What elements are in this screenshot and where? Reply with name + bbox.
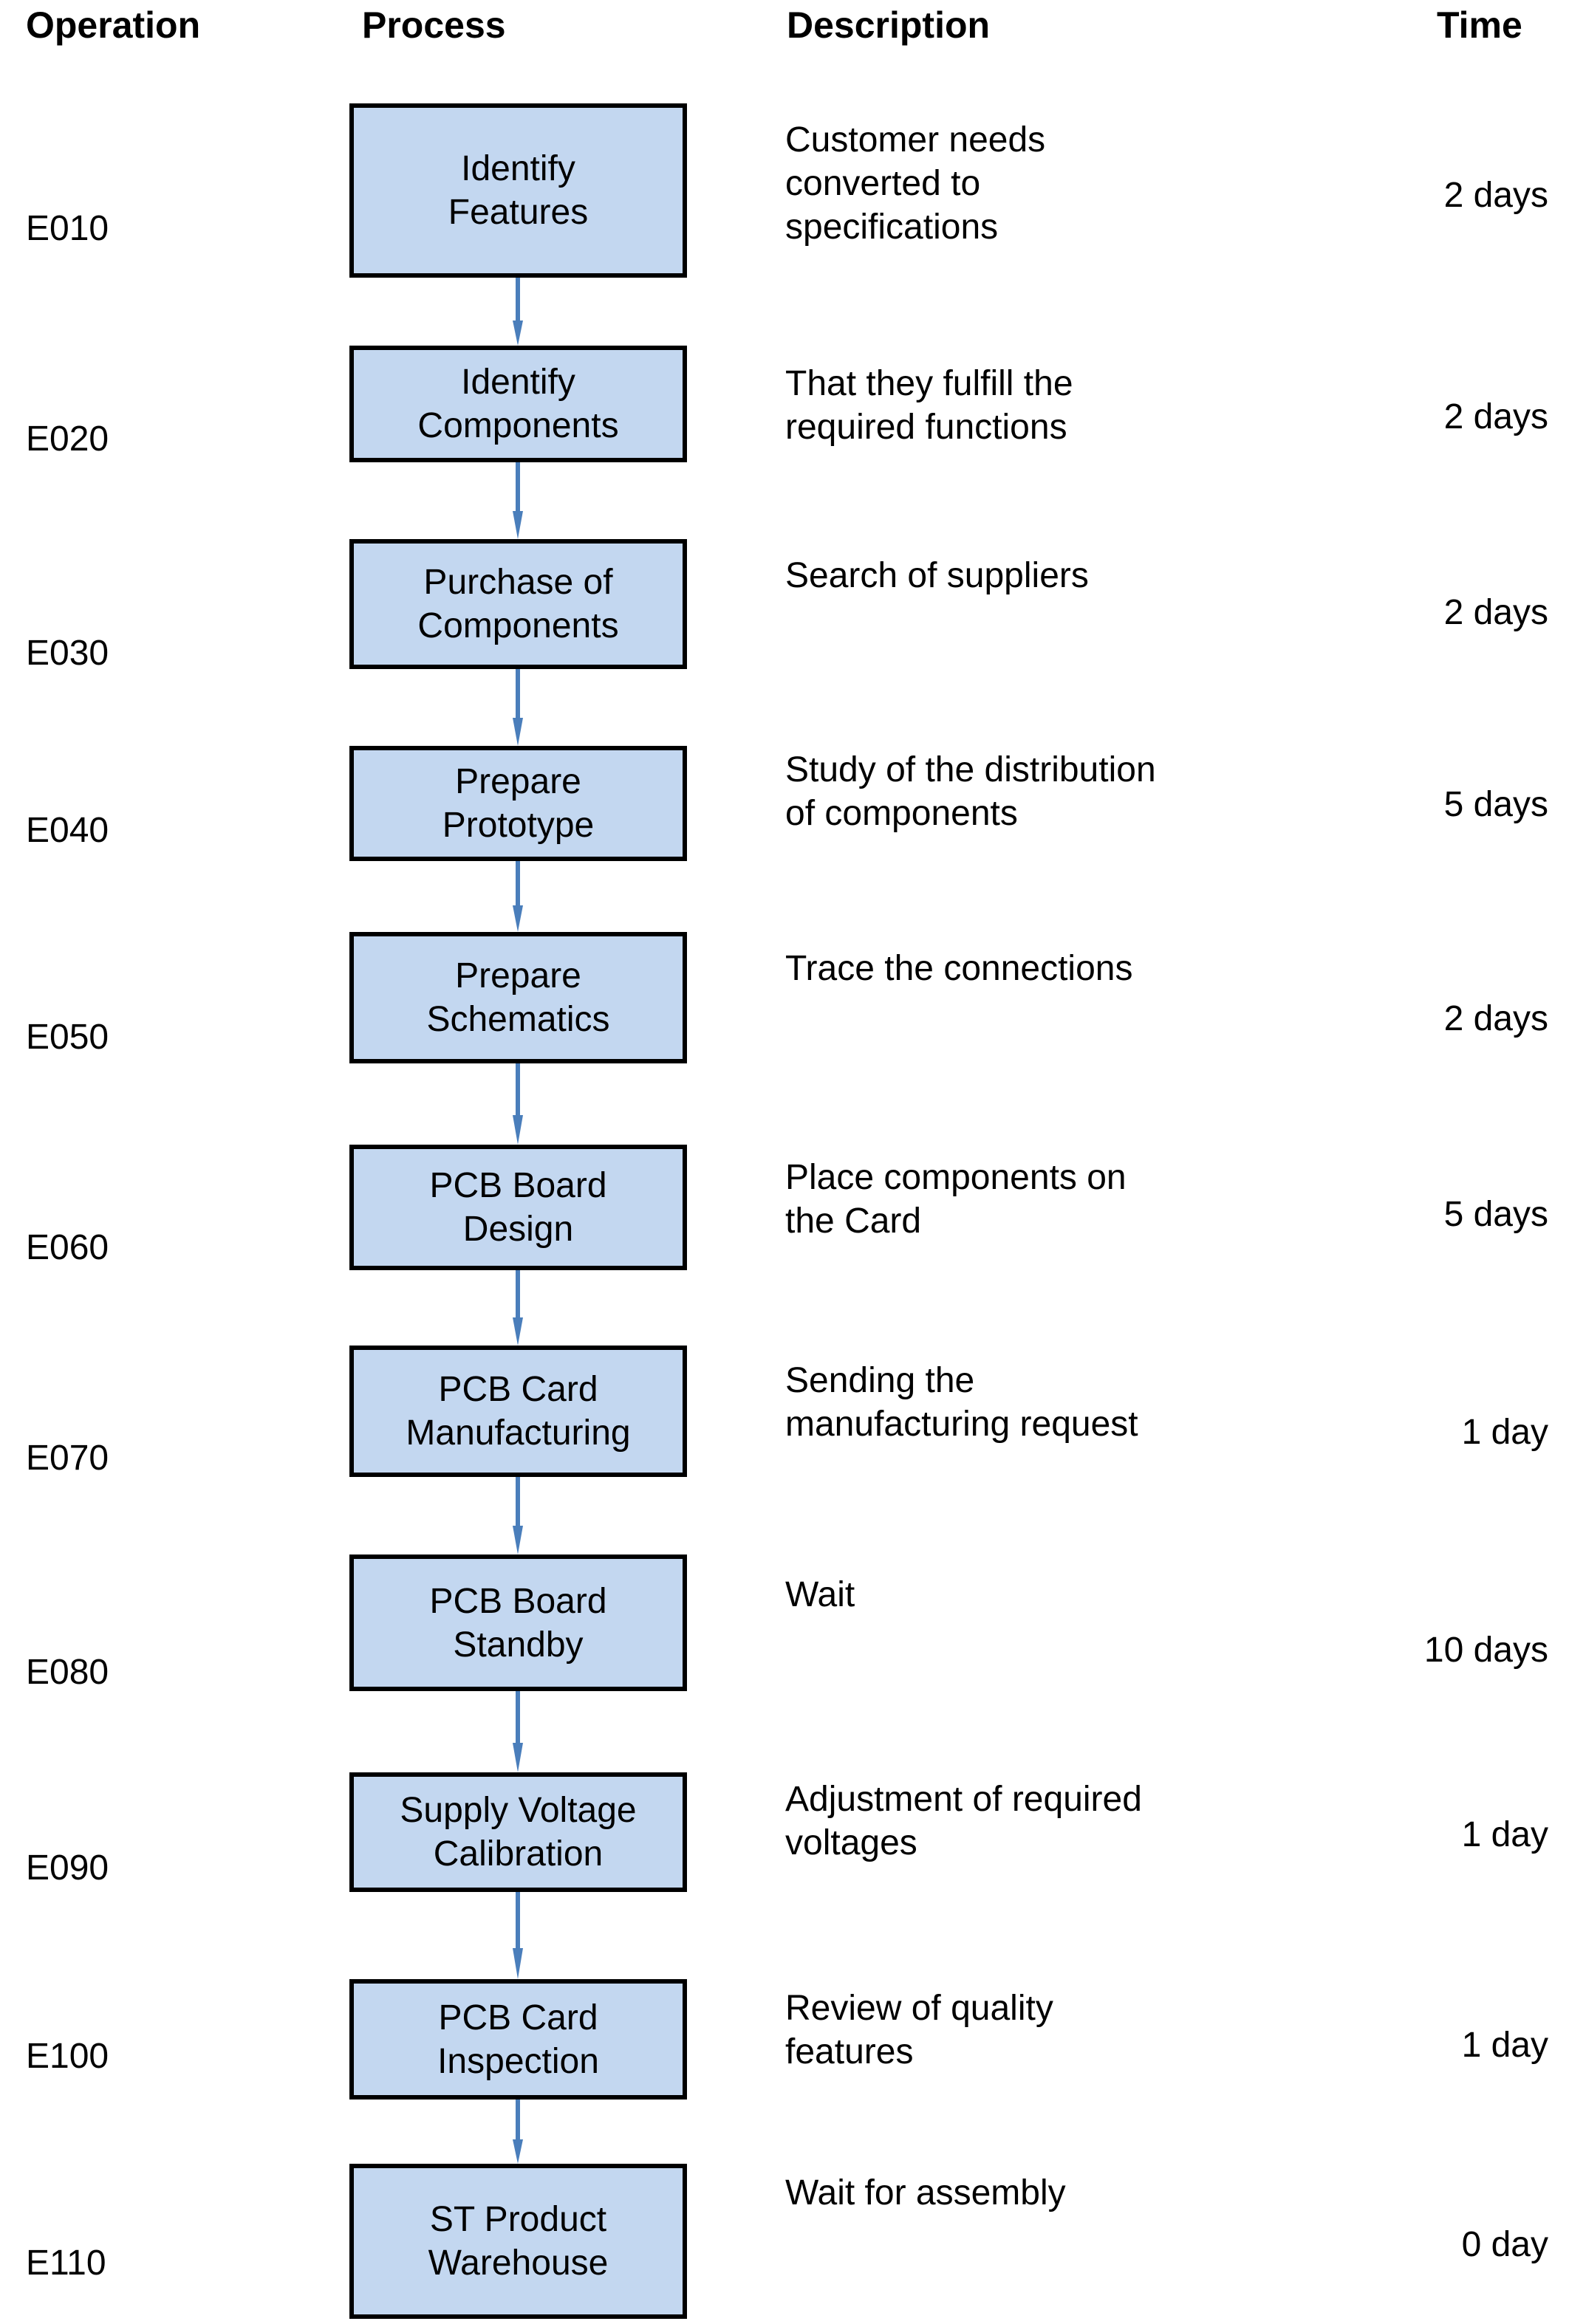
- process-box-label: PCB Board Standby: [429, 1581, 607, 1665]
- process-box[interactable]: Prepare Prototype: [349, 746, 687, 861]
- flow-arrow: [513, 1892, 523, 1979]
- time-value: 1 day: [1461, 1413, 1548, 1452]
- operation-code: E070: [26, 1439, 109, 1478]
- process-box[interactable]: ST Product Warehouse: [349, 2164, 687, 2319]
- operation-code: E080: [26, 1653, 109, 1692]
- description-text: Customer needs converted to specificatio…: [785, 120, 1046, 247]
- process-box-label: Prepare Schematics: [426, 956, 610, 1039]
- process-box[interactable]: Supply Voltage Calibration: [349, 1772, 687, 1892]
- time-value: 10 days: [1423, 1631, 1548, 1670]
- flow-arrow: [513, 462, 523, 539]
- flow-arrow: [513, 278, 523, 346]
- flow-arrow: [513, 669, 523, 746]
- process-box-label: Purchase of Components: [417, 563, 619, 645]
- process-box-label: Identify Components: [417, 363, 619, 445]
- flow-arrow: [513, 1477, 523, 1555]
- description-text: That they fulfill the required functions: [785, 364, 1073, 447]
- time-value: 1 day: [1461, 1815, 1548, 1854]
- time-value: 5 days: [1443, 785, 1548, 824]
- process-box[interactable]: Identify Features: [349, 103, 687, 278]
- operation-code: E040: [26, 811, 109, 850]
- time-value: 2 days: [1443, 176, 1548, 215]
- flow-arrow: [513, 2100, 523, 2164]
- process-box[interactable]: Prepare Schematics: [349, 932, 687, 1063]
- description-text: Wait: [785, 1575, 855, 1614]
- operation-code: E030: [26, 634, 109, 673]
- process-box[interactable]: PCB Board Design: [349, 1145, 687, 1270]
- time-value: 2 days: [1443, 593, 1548, 632]
- description-text: Adjustment of required voltages: [785, 1780, 1142, 1862]
- flow-arrow: [513, 1063, 523, 1145]
- process-box[interactable]: Identify Components: [349, 346, 687, 462]
- time-value: 1 day: [1461, 2026, 1548, 2065]
- description-text: Place components on the Card: [785, 1158, 1127, 1241]
- operation-code: E020: [26, 419, 109, 459]
- operation-code: E050: [26, 1018, 109, 1057]
- operation-code: E100: [26, 2037, 109, 2076]
- process-box-label: Supply Voltage Calibration: [400, 1791, 637, 1874]
- time-value: 2 days: [1443, 397, 1548, 436]
- column-header-process: Process: [362, 4, 506, 46]
- process-box-label: ST Product Warehouse: [428, 2200, 609, 2283]
- process-box[interactable]: PCB Board Standby: [349, 1555, 687, 1691]
- column-header-description: Description: [787, 4, 991, 46]
- flow-arrow: [513, 1691, 523, 1772]
- process-box[interactable]: Purchase of Components: [349, 539, 687, 669]
- time-value: 5 days: [1443, 1195, 1548, 1234]
- description-text: Trace the connections: [785, 949, 1133, 988]
- description-text: Review of quality features: [785, 1989, 1053, 2071]
- process-box[interactable]: PCB Card Inspection: [349, 1979, 687, 2100]
- process-box[interactable]: PCB Card Manufacturing: [349, 1346, 687, 1477]
- flow-arrow: [513, 1270, 523, 1346]
- process-box-label: Prepare Prototype: [442, 762, 595, 845]
- operation-code: E110: [26, 2244, 106, 2283]
- description-text: Wait for assembly: [785, 2173, 1066, 2212]
- description-text: Study of the distribution of components: [785, 750, 1156, 833]
- operation-code: E060: [26, 1228, 109, 1267]
- process-box-label: PCB Card Inspection: [437, 1998, 599, 2081]
- operation-code: E010: [26, 209, 109, 248]
- process-box-label: PCB Card Manufacturing: [406, 1370, 631, 1453]
- column-header-time: Time: [1437, 4, 1522, 46]
- time-value: 0 day: [1461, 2225, 1548, 2264]
- process-box-label: PCB Board Design: [429, 1166, 607, 1249]
- time-value: 2 days: [1443, 999, 1548, 1038]
- description-text: Sending the manufacturing request: [785, 1361, 1138, 1444]
- description-text: Search of suppliers: [785, 556, 1089, 595]
- process-box-label: Identify Features: [448, 149, 589, 232]
- operation-code: E090: [26, 1848, 109, 1888]
- flow-arrow: [513, 861, 523, 932]
- column-header-operation: Operation: [26, 4, 201, 46]
